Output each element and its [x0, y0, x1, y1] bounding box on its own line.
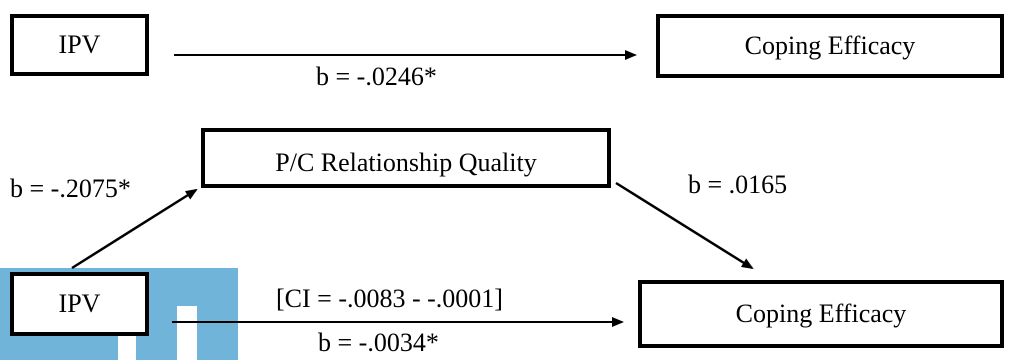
bottom-source-label: IPV [58, 289, 101, 318]
mediator-box: P/C Relationship Quality [201, 128, 611, 188]
top-outcome-box: Coping Efficacy [656, 14, 1004, 78]
mediator-label: P/C Relationship Quality [275, 148, 537, 177]
bottom-outcome-label: Coping Efficacy [735, 299, 907, 328]
ci-label: [CI = -.0083 - -.0001] [276, 284, 503, 313]
watermark-bar-2 [177, 306, 197, 360]
top-source-label: IPV [58, 30, 101, 59]
bottom-source-box: IPV [10, 272, 149, 336]
top-source-box: IPV [10, 14, 149, 76]
bottom-outcome-box: Coping Efficacy [638, 280, 1004, 348]
b-path-label: b = .0165 [688, 170, 788, 199]
a-path-arrow [71, 188, 198, 270]
top-outcome-label: Coping Efficacy [744, 31, 916, 60]
bottom-direct-path-label: b = -.0034* [318, 328, 439, 357]
b-path-arrow [615, 181, 754, 270]
top-direct-path-label: b = -.0246* [316, 62, 437, 91]
a-path-label: b = -.2075* [10, 174, 131, 203]
